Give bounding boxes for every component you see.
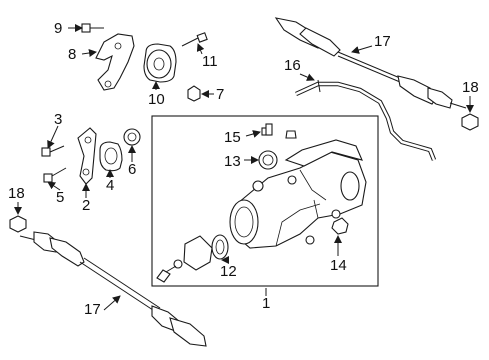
callout-8: 8 — [68, 46, 76, 63]
stabilizer-bar-16-part — [295, 79, 437, 161]
differential-assembly — [229, 139, 367, 249]
callout-5: 5 — [56, 189, 64, 206]
seal-ring-13-part — [258, 150, 278, 170]
callout-10: 10 — [148, 91, 165, 108]
bolt-9-part — [81, 23, 104, 33]
bolt-5-part — [43, 167, 67, 183]
callout-16: 16 — [284, 57, 301, 74]
callout-1: 1 — [262, 295, 270, 312]
plug-15-part — [261, 123, 273, 136]
nut-18-lower-part — [9, 215, 27, 233]
callout-18-lower: 18 — [8, 185, 25, 202]
bushing-10-part — [143, 43, 177, 83]
halfshaft-lower-17-part — [19, 231, 207, 347]
bolt-lower — [156, 265, 177, 283]
bushing-6-part — [123, 128, 141, 146]
callout-2: 2 — [82, 197, 90, 214]
callout-6: 6 — [128, 161, 136, 178]
nut-18-upper-part — [461, 113, 479, 131]
callout-11: 11 — [202, 53, 218, 70]
bolt-3-part — [41, 145, 65, 157]
bracket-2-part — [77, 127, 97, 185]
bushing-4-part — [99, 141, 123, 172]
bolt-11-part — [181, 32, 208, 47]
callout-9: 9 — [54, 20, 62, 37]
callout-17-upper: 17 — [374, 33, 391, 50]
callout-17-lower: 17 — [84, 301, 101, 318]
leader-lines — [14, 24, 474, 311]
callout-14: 14 — [330, 257, 347, 274]
halfshaft-upper-17-part — [274, 17, 467, 109]
bracket-8-part — [95, 33, 135, 91]
callout-12: 12 — [220, 263, 237, 280]
callout-15: 15 — [224, 129, 241, 146]
flange-12-part — [173, 234, 229, 271]
callout-13: 13 — [224, 153, 241, 170]
callout-4: 4 — [106, 177, 114, 194]
nut-7-part — [187, 85, 201, 102]
breather-cap — [285, 130, 297, 139]
callout-18-upper: 18 — [462, 79, 479, 96]
nut-14-part — [331, 217, 349, 235]
callout-7: 7 — [216, 86, 224, 103]
callout-3: 3 — [54, 111, 62, 128]
